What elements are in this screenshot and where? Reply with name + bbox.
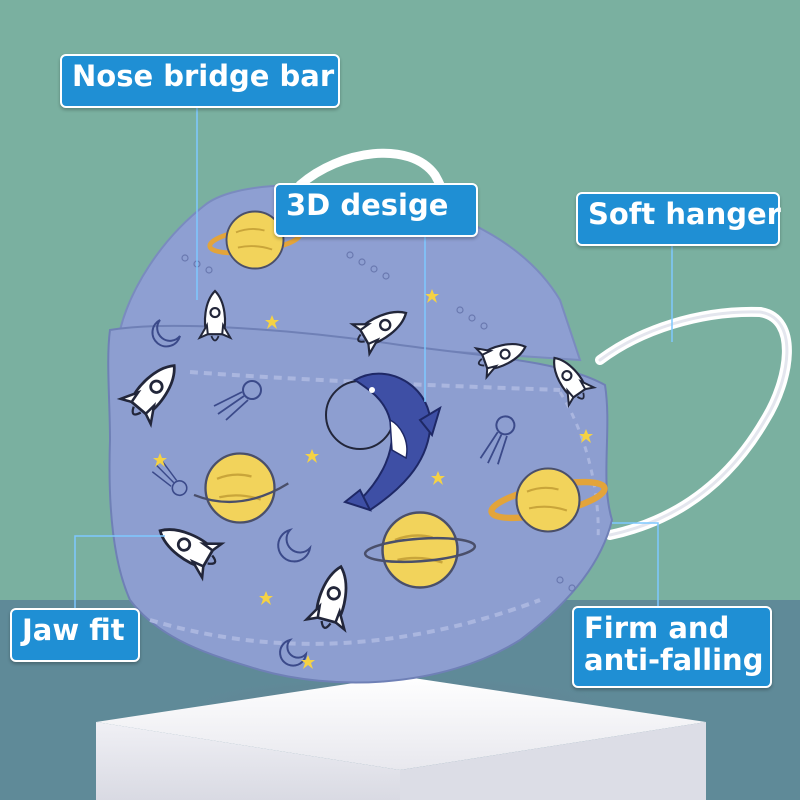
firm-label-line-2: anti-falling: [584, 643, 764, 678]
firm-label-line-1: Firm and: [584, 611, 730, 645]
planet-icon: [193, 452, 289, 524]
pedestal: [96, 676, 706, 800]
soft-hanger-label: Soft hanger: [576, 192, 781, 246]
jaw-fit-label: Jaw fit: [10, 608, 140, 662]
mask-prints: [117, 210, 608, 669]
nose-bridge-bar-label: Nose bridge bar: [60, 54, 340, 108]
moon-icon: [151, 319, 312, 667]
3d-design-label: 3D desige: [274, 183, 478, 237]
planet-icon: [488, 467, 608, 533]
shark-icon: [325, 372, 442, 512]
planet-icon: [363, 511, 477, 589]
dots-pattern: [181, 251, 576, 592]
leader-lines: [74, 108, 673, 608]
firm-anti-falling-label: Firm and anti-falling: [572, 606, 772, 688]
